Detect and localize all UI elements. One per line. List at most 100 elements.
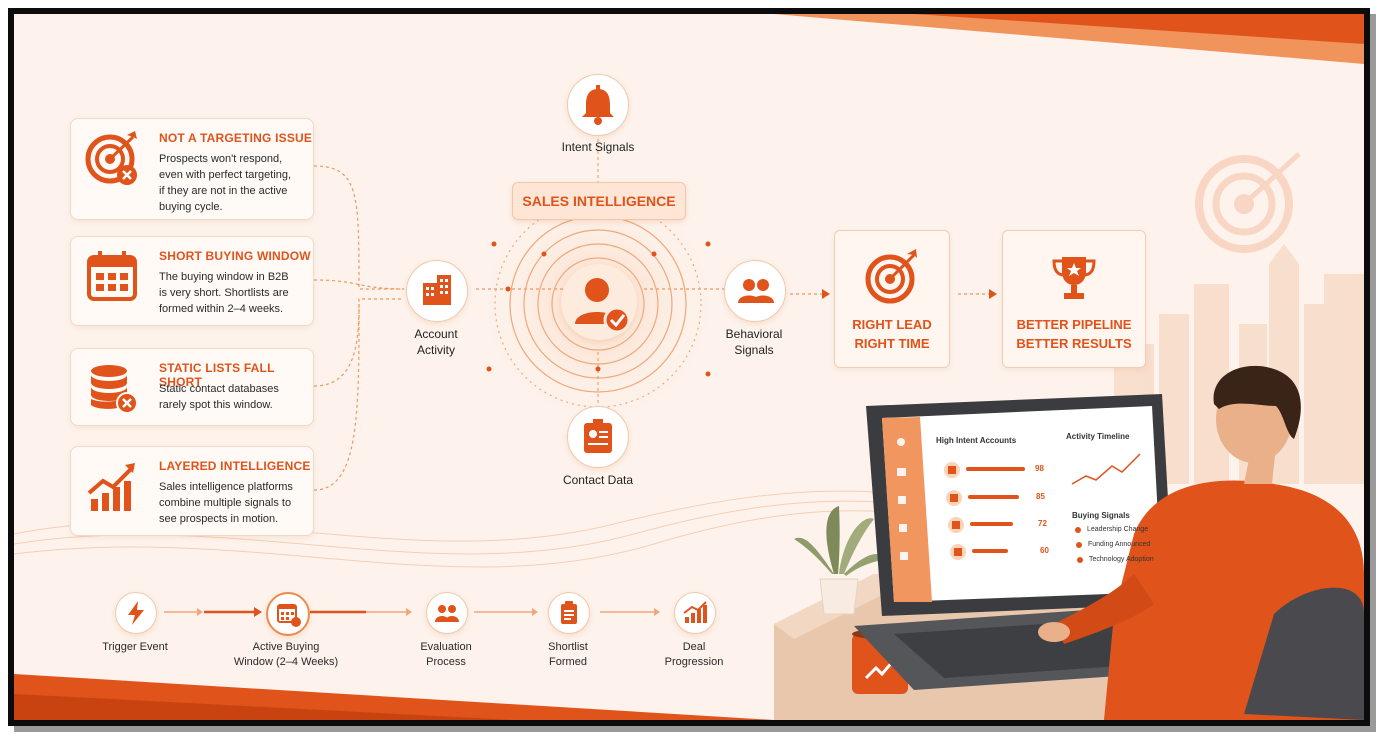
label-line: Active Buying — [252, 641, 320, 653]
user-check-icon — [575, 278, 631, 334]
card-line: if they are not in the active — [159, 185, 288, 197]
label-line: Evaluation — [420, 641, 472, 653]
account-score: 60 — [1040, 546, 1049, 555]
bell-icon — [582, 85, 614, 125]
account-rows — [944, 462, 966, 560]
card-body: Prospects won't respond, even with perfe… — [159, 151, 309, 215]
contact-data-node — [567, 406, 629, 468]
card-title: STATIC LISTS FALL SHORT — [159, 361, 275, 389]
problem-card-targeting: NOT A TARGETING ISSUE Prospects won't re… — [70, 118, 314, 220]
account-activity-label: Account Activity — [386, 326, 486, 358]
account-bars — [966, 467, 1025, 553]
card-body: The buying window in B2B is very short. … — [159, 269, 309, 317]
intent-signals-label: Intent Signals — [561, 140, 635, 154]
card-line: is very short. Shortlists are — [159, 287, 289, 299]
arrow-head — [254, 607, 262, 617]
people-icon — [435, 605, 459, 622]
connector — [313, 165, 404, 290]
label-line: Formed — [549, 656, 587, 668]
account-score: 98 — [1035, 464, 1044, 473]
hub-ring-outer — [494, 200, 702, 408]
faint-target-icon — [1195, 152, 1301, 253]
result-line: BETTER RESULTS — [1016, 336, 1132, 351]
card-body: Static contact databases rarely spot thi… — [159, 381, 309, 413]
account-score: 72 — [1038, 519, 1047, 528]
person — [1038, 365, 1364, 720]
timeline-step-evaluation — [426, 592, 468, 634]
problem-card-window: SHORT BUYING WINDOW The buying window in… — [70, 236, 314, 326]
card-title: SHORT BUYING WINDOW — [159, 249, 311, 263]
timeline-label: Evaluation Process — [396, 640, 496, 670]
contact-data-label: Contact Data — [562, 473, 634, 487]
accounts-title: High Intent Accounts — [936, 436, 1017, 445]
signals-title: Buying Signals — [1072, 511, 1130, 520]
signal-item: Funding Announced — [1088, 541, 1151, 548]
label-line: Shortlist — [548, 641, 588, 653]
timeline-label: Active Buying Window (2–4 Weeks) — [216, 640, 356, 670]
connector — [313, 298, 404, 387]
timeline-step-trigger — [115, 592, 157, 634]
card-line: combine multiple signals to — [159, 497, 292, 509]
intent-signals-node — [567, 74, 629, 136]
top-swoosh-dark — [914, 14, 1364, 44]
trophy-icon — [1052, 257, 1096, 299]
timeline-connectors — [164, 607, 660, 617]
result-line: RIGHT LEAD — [852, 317, 932, 332]
calendar-icon — [87, 251, 137, 301]
card-connectors — [313, 139, 997, 491]
card-line: Prospects won't respond, — [159, 153, 283, 165]
connector — [313, 279, 405, 290]
signal-item: Technology Adoption — [1089, 556, 1154, 563]
timeline-label: Trigger Event — [85, 640, 185, 655]
arrow-head — [989, 289, 997, 299]
card-line: The buying window in B2B — [159, 271, 289, 283]
problem-card-static-lists: STATIC LISTS FALL SHORT Static contact d… — [70, 348, 314, 426]
result-line: RIGHT TIME — [854, 336, 930, 351]
timeline-label: Shortlist Formed — [518, 640, 618, 670]
signal-dots — [1075, 527, 1083, 563]
target-icon — [865, 249, 917, 304]
sidebar-icons — [897, 438, 908, 560]
label-line: Window (2–4 Weeks) — [233, 656, 339, 668]
arrow-head — [532, 608, 538, 616]
card-line: Sales intelligence platforms — [159, 481, 293, 493]
arrow-head — [654, 608, 660, 616]
card-line: formed within 2–4 weeks. — [159, 303, 284, 315]
clipboard-icon — [561, 601, 577, 624]
label-line: Signals — [734, 343, 774, 357]
account-bar — [970, 522, 1013, 526]
activity-title: Activity Timeline — [1066, 432, 1130, 441]
behavioral-signals-label: Behavioral Signals — [704, 326, 804, 358]
hub-ring — [551, 257, 645, 351]
activity-line — [1071, 453, 1141, 485]
label-line: Process — [426, 656, 466, 668]
hub-center — [561, 264, 637, 340]
result-better-pipeline: BETTER PIPELINE BETTER RESULTS — [1002, 230, 1146, 368]
account-bar — [966, 467, 1025, 471]
account-activity-node — [406, 260, 468, 322]
card-line: rarely spot this window. — [159, 399, 273, 411]
people-icon — [738, 279, 774, 303]
timeline-step-deal — [674, 592, 716, 634]
bottom-band-dark — [14, 694, 514, 720]
card-title: LAYERED INTELLIGENCE — [159, 459, 311, 473]
behavioral-signals-node — [724, 260, 786, 322]
plant-icon — [794, 506, 886, 615]
card-line: buying cycle. — [159, 201, 223, 213]
infographic-frame: NOT A TARGETING ISSUE Prospects won't re… — [8, 8, 1370, 726]
label-line: Trigger Event — [102, 641, 168, 653]
label-line: Account — [414, 327, 458, 341]
calendar-icon — [277, 604, 301, 627]
card-line: even with perfect targeting, — [159, 169, 292, 181]
growth-chart-icon — [683, 601, 707, 623]
arrow-head — [822, 289, 830, 299]
arrow-head — [406, 608, 412, 616]
timeline-step-window — [266, 592, 310, 636]
target-x-icon — [85, 131, 137, 185]
id-card-icon — [584, 419, 612, 453]
timeline-step-shortlist — [548, 592, 590, 634]
lightning-icon — [128, 601, 144, 625]
growth-chart-icon — [87, 463, 135, 511]
label-line: Deal — [682, 641, 706, 653]
timeline-label: Deal Progression — [644, 640, 744, 670]
